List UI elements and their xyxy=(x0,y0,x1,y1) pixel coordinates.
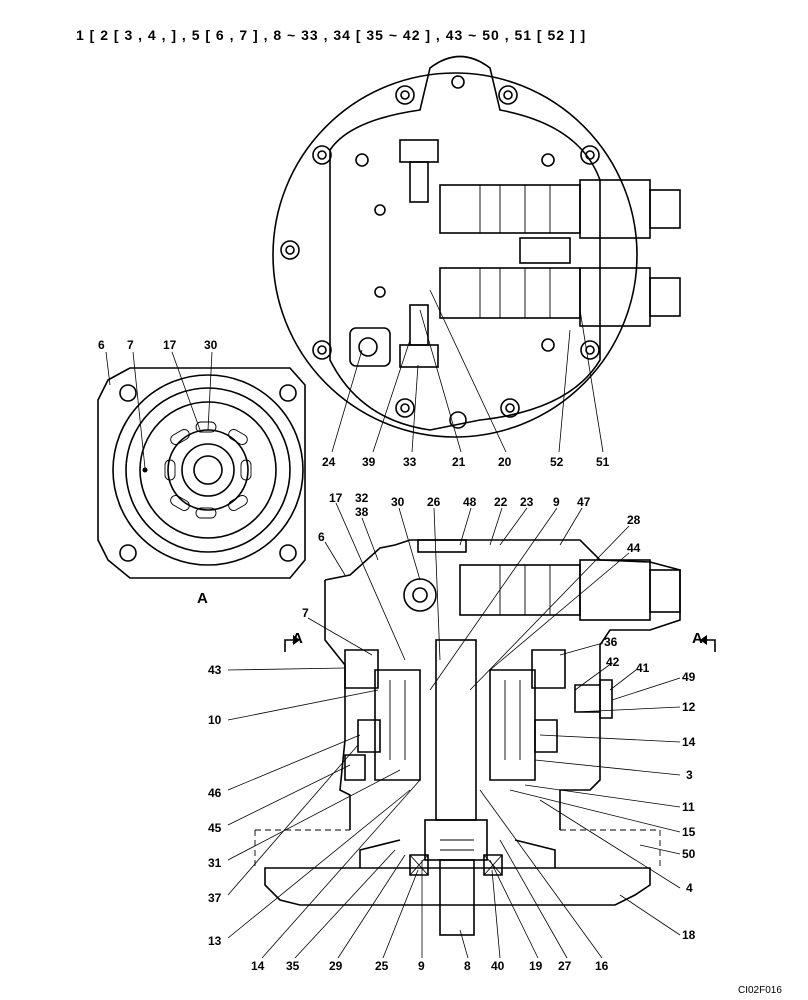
callout: 29 xyxy=(329,959,343,973)
callout: 3 xyxy=(686,768,693,782)
callout: 18 xyxy=(682,928,696,942)
callout: 33 xyxy=(403,455,417,469)
callout: 47 xyxy=(577,495,591,509)
figure-code: CI02F016 xyxy=(738,985,782,996)
callout: 27 xyxy=(558,959,572,973)
callout: 48 xyxy=(463,495,477,509)
view-a-title: A xyxy=(197,590,208,607)
callout: 16 xyxy=(595,959,609,973)
callout: 17 xyxy=(329,491,343,505)
callout: 12 xyxy=(682,700,696,714)
callout: 30 xyxy=(391,495,405,509)
callout: 38 xyxy=(355,505,369,519)
callout: 46 xyxy=(208,786,222,800)
callout: 23 xyxy=(520,495,534,509)
callout: 40 xyxy=(491,959,505,973)
callout: 19 xyxy=(529,959,543,973)
callout: 13 xyxy=(208,934,222,948)
callout: 32 xyxy=(355,491,369,505)
callout: 11 xyxy=(682,800,695,814)
callout: 7 xyxy=(302,606,309,620)
callout: 9 xyxy=(418,959,425,973)
callout: 35 xyxy=(286,959,300,973)
callout: 51 xyxy=(596,455,610,469)
callout: 31 xyxy=(208,856,222,870)
callout: 45 xyxy=(208,821,222,835)
callout: 17 xyxy=(163,338,177,352)
callout: 9 xyxy=(553,495,560,509)
callout: 50 xyxy=(682,847,696,861)
callout: 36 xyxy=(604,635,618,649)
section-mark-right: A xyxy=(692,630,703,647)
callout: 8 xyxy=(464,959,471,973)
callout: 7 xyxy=(127,338,134,352)
callout: 37 xyxy=(208,891,222,905)
callout: 28 xyxy=(627,513,641,527)
callout: 14 xyxy=(251,959,265,973)
callout: 21 xyxy=(452,455,466,469)
callout: 43 xyxy=(208,663,222,677)
callout: 15 xyxy=(682,825,696,839)
callout: 30 xyxy=(204,338,218,352)
callout: 44 xyxy=(627,541,641,555)
callout: 24 xyxy=(322,455,336,469)
callout: 4 xyxy=(686,881,693,895)
callout: 41 xyxy=(636,661,650,675)
callout: 6 xyxy=(318,530,325,544)
top-view: 24 39 33 21 20 52 51 xyxy=(272,55,681,469)
callout: 52 xyxy=(550,455,564,469)
callout: 14 xyxy=(682,735,696,749)
section-view: A A xyxy=(208,491,716,973)
callout: 39 xyxy=(362,455,376,469)
section-mark-left: A xyxy=(292,630,303,647)
callout: 10 xyxy=(208,713,222,727)
callout: 20 xyxy=(498,455,512,469)
callout: 42 xyxy=(606,655,620,669)
callout: 25 xyxy=(375,959,389,973)
callout: 26 xyxy=(427,495,441,509)
parts-list-header: 1 [ 2 [ 3 , 4 , ] , 5 [ 6 , 7 ] , 8 ~ 33… xyxy=(76,27,586,43)
callout: 6 xyxy=(98,338,105,352)
callout: 22 xyxy=(494,495,508,509)
view-a: 6 7 17 30 A xyxy=(97,338,306,607)
callout: 49 xyxy=(682,670,696,684)
